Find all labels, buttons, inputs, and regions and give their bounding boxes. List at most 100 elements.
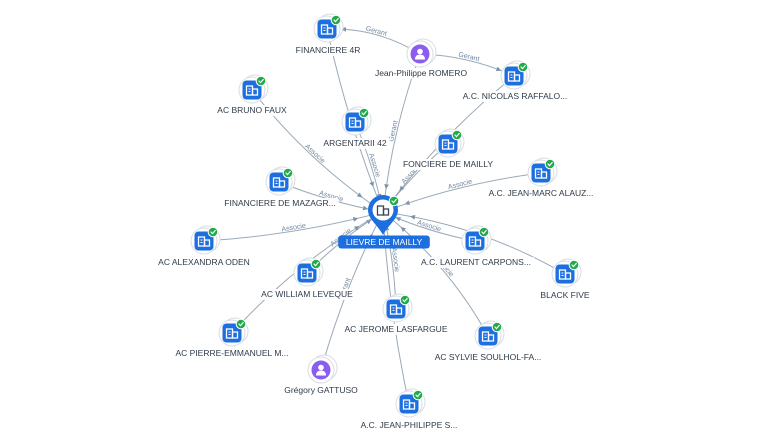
building-icon	[225, 328, 239, 339]
node-label: BLACK FIVE	[540, 290, 589, 300]
node-fonciere[interactable]: FONCIERE DE MAILLY	[401, 128, 495, 170]
edge-arrow-icon	[495, 66, 502, 72]
node-label: FINANCIERE DE MAZAGR...	[224, 198, 335, 208]
edge-arrow-icon	[354, 226, 360, 231]
edge-label: Gerant	[365, 25, 388, 37]
edge-arrow-icon	[369, 181, 374, 187]
node-label: FONCIERE DE MAILLY	[403, 159, 493, 169]
person-icon	[316, 364, 326, 376]
node-pierre-emmanuel[interactable]: AC PIERRE-EMMANUEL M...	[173, 317, 291, 359]
node-bruno-faux[interactable]: AC BRUNO FAUX	[217, 74, 287, 116]
building-icon	[534, 168, 548, 179]
node-label: Grégory GATTUSO	[284, 385, 358, 395]
center-label: LIEVRE DE MAILLY	[346, 237, 423, 247]
check-badge-icon	[517, 61, 529, 73]
edge-label: Gerant	[388, 120, 400, 142]
node-label: Jean-Philippe ROMERO	[375, 68, 468, 78]
check-badge-icon	[399, 294, 411, 306]
node-jp-romero[interactable]: Jean-Philippe ROMERO	[369, 38, 473, 79]
building-icon	[468, 236, 482, 247]
node-jean-philippe-s[interactable]: A.C. JEAN-PHILIPPE S...	[350, 388, 468, 431]
node-label: AC PIERRE-EMMANUEL M...	[175, 348, 288, 358]
node-jean-marc[interactable]: A.C. JEAN-MARC ALAUZ...	[482, 157, 600, 199]
building-icon	[402, 399, 416, 410]
node-label-bg	[293, 45, 363, 56]
node-label: AC WILLIAM LEVEQUE	[261, 289, 353, 299]
edge-label: Gerant	[458, 52, 480, 64]
edge-arrow-icon	[395, 217, 401, 222]
building-icon	[245, 85, 259, 96]
check-badge-icon	[478, 226, 490, 238]
node-label-bg	[346, 324, 446, 335]
node-laurent[interactable]: A.C. LAURENT CARPONS...	[417, 225, 535, 268]
check-badge-icon	[544, 158, 556, 170]
node-label: A.C. JEAN-PHILIPPE S...	[361, 420, 458, 430]
edge-line	[203, 211, 384, 242]
node-label-bg	[369, 68, 473, 79]
node-label-bg	[350, 420, 468, 431]
edge-label: Associe	[390, 247, 400, 272]
node-label-bg	[217, 105, 287, 116]
building-icon	[389, 304, 403, 315]
edge-label: Associe	[281, 223, 306, 234]
node-jerome[interactable]: AC JEROME LASFARGUE	[345, 293, 448, 335]
node-label: AC SYLVIE SOULHOL-FA...	[435, 352, 542, 362]
node-label-bg	[537, 290, 593, 301]
building-icon	[348, 117, 362, 128]
node-label: AC JEROME LASFARGUE	[345, 324, 448, 334]
node-label: A.C. NICOLAS RAFFALO...	[463, 91, 567, 101]
edge-arrow-icon	[400, 226, 407, 232]
building-icon	[272, 177, 286, 188]
edge-arrow-icon	[356, 192, 363, 198]
node-william[interactable]: AC WILLIAM LEVEQUE	[260, 257, 354, 300]
building-icon	[320, 24, 334, 35]
check-badge-icon	[358, 107, 370, 119]
building-icon	[197, 236, 211, 247]
edge-alexandra-center: Associe	[203, 211, 384, 242]
edge-arrow-icon	[404, 200, 411, 205]
node-label-bg	[417, 257, 535, 268]
edge-arrow-icon	[362, 205, 369, 211]
node-nicolas-raffalo[interactable]: A.C. NICOLAS RAFFALO...	[456, 60, 574, 102]
node-label-bg	[173, 348, 291, 359]
graph-nodes: FINANCIERE 4R Jean-Philippe ROMERO A.C. NI…	[158, 13, 600, 431]
node-black-five[interactable]: BLACK FIVE	[537, 258, 593, 301]
person-icon	[415, 48, 425, 60]
check-badge-icon	[235, 318, 247, 330]
check-badge-icon	[388, 195, 400, 207]
edge-arrow-icon	[384, 184, 389, 190]
edge-arrow-icon	[340, 26, 347, 32]
edge-label: Associe	[447, 178, 473, 191]
node-label-bg	[456, 91, 574, 102]
node-label: AC ALEXANDRA ODEN	[158, 257, 250, 267]
check-badge-icon	[282, 167, 294, 179]
node-label-bg	[281, 385, 361, 396]
check-badge-icon	[310, 258, 322, 270]
edge-line	[382, 172, 542, 213]
node-label: A.C. JEAN-MARC ALAUZ...	[489, 188, 594, 198]
node-label: AC BRUNO FAUX	[217, 105, 287, 115]
node-label-bg	[429, 352, 547, 363]
edge-line	[382, 211, 489, 337]
edge-label: Associe	[416, 219, 442, 233]
edge-arrow-icon	[399, 185, 405, 192]
node-sylvie[interactable]: AC SYLVIE SOULHOL-FA...	[429, 320, 547, 363]
edge-arrow-icon	[409, 214, 416, 220]
node-label: ARGENTARII 42	[323, 138, 386, 148]
building-icon	[441, 139, 455, 150]
building-icon	[300, 268, 314, 279]
check-badge-icon	[451, 129, 463, 141]
check-badge-icon	[491, 321, 503, 333]
node-alexandra[interactable]: AC ALEXANDRA ODEN	[158, 225, 250, 268]
node-mazagr[interactable]: FINANCIERE DE MAZAGR...	[221, 166, 339, 209]
building-icon	[376, 205, 390, 216]
check-badge-icon	[207, 226, 219, 238]
node-financiere-4r[interactable]: FINANCIERE 4R	[293, 13, 363, 56]
node-center-lievre-de-mailly[interactable]: LIEVRE DE MAILLY	[338, 195, 430, 249]
check-badge-icon	[330, 14, 342, 26]
node-label-bg	[159, 257, 249, 268]
node-gattuso[interactable]: Grégory GATTUSO	[281, 354, 361, 396]
node-label-bg	[320, 138, 390, 149]
node-label-bg	[482, 188, 600, 199]
node-argentarii[interactable]: ARGENTARII 42	[320, 106, 390, 149]
